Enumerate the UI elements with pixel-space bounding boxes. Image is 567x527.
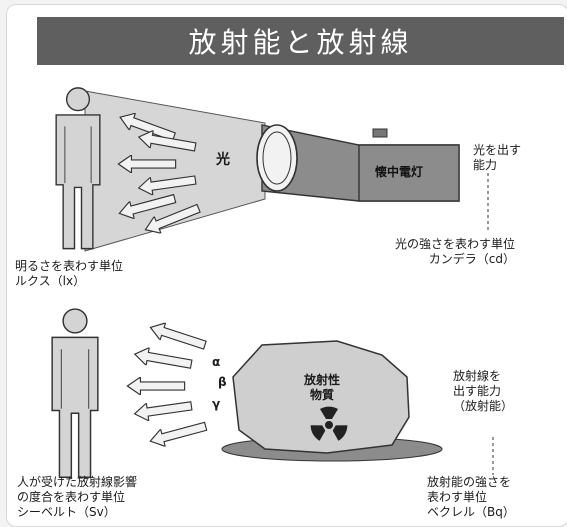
lux-unit-label: 明るさを表わす単位 ルクス（lx） [15,259,124,288]
beta-label: β [218,375,227,389]
radiation-trefoil-icon [310,406,348,441]
light-ability-label: 光を出す 能力 [473,143,522,172]
light-label: 光 [216,152,230,168]
person-icon-bottom [51,308,99,479]
diagram-title: 放射能と放射線 [188,26,413,59]
flashlight-icon [256,124,460,202]
title-bar: 放射能と放射線 [37,17,564,65]
candela-unit-label: 光の強さを表わす単位 カンデラ（cd） [395,237,516,266]
flashlight-label: 懐中電灯 [375,165,424,179]
gamma-label: γ [212,397,221,411]
light-beam [84,90,266,252]
radiation-arrows [126,318,209,451]
diagram-canvas [51,87,494,479]
diagram-frame: 放射能と放射線 [6,4,567,527]
alpha-label: α [212,355,221,369]
radioactivity-label: 放射線を 出す能力 （放射能） [453,369,514,413]
radioactive-material [221,340,443,462]
sievert-unit-label: 人が受けた放射線影響 の度合を表わす単位 シーベルト（Sv） [17,475,138,519]
becquerel-unit-label: 放射能の強さを 表わす単位 ベクレル（Bq） [427,475,515,519]
radioactive-material-label: 放射性 物質 [304,373,341,402]
